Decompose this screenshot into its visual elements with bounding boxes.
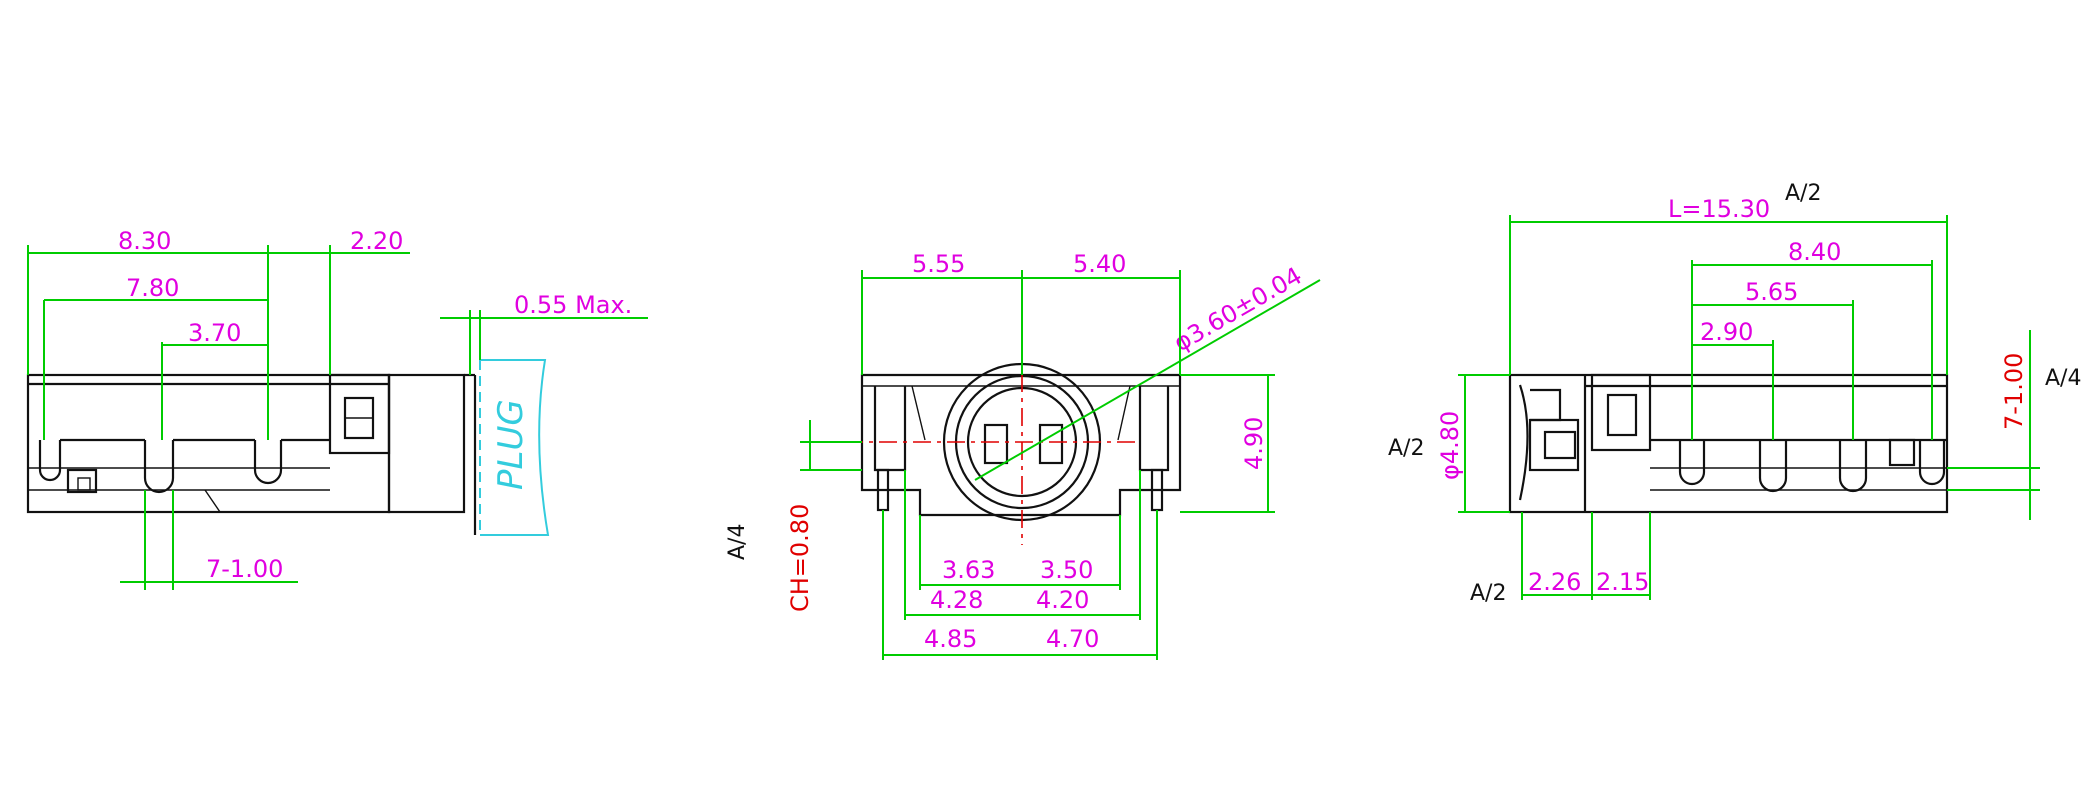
right-side-view: L=15.30 A/2 8.40 5.65 2.90 φ4.80 A/2 7-1… xyxy=(1388,181,2081,606)
dim-2-90: 2.90 xyxy=(1700,318,1753,346)
dim-phi-4-80: φ4.80 xyxy=(1436,411,1464,480)
dim-8-30: 8.30 xyxy=(118,227,171,255)
dim-2-20: 2.20 xyxy=(350,227,403,255)
dim-4-85: 4.85 xyxy=(924,625,977,653)
dim-phi-3-60: φ3.60±0.04 xyxy=(1169,262,1307,358)
dim-5-55: 5.55 xyxy=(912,250,965,278)
dim-3-70: 3.70 xyxy=(188,319,241,347)
dim-2-15: 2.15 xyxy=(1596,568,1649,596)
dim-5-40: 5.40 xyxy=(1073,250,1126,278)
tol-right-a4: A/4 xyxy=(2045,366,2081,391)
right-body-outline xyxy=(1508,373,1949,514)
dim-l-15-30: L=15.30 xyxy=(1668,195,1770,223)
dim-3-50: 3.50 xyxy=(1040,556,1093,584)
dim-4-20: 4.20 xyxy=(1036,586,1089,614)
dim-4-28: 4.28 xyxy=(930,586,983,614)
dim-4-70: 4.70 xyxy=(1046,625,1099,653)
dim-7-1-00: 7-1.00 xyxy=(206,555,283,583)
dim-3-63: 3.63 xyxy=(942,556,995,584)
front-body-outline xyxy=(860,373,1182,517)
front-view: φ3.60±0.04 5.55 5.40 4.90 CH=0.80 A/4 3.… xyxy=(725,250,1321,660)
tol-top-a2: A/2 xyxy=(1785,181,1821,206)
dim-2-26: 2.26 xyxy=(1528,568,1581,596)
tol-bottom-a2: A/2 xyxy=(1470,581,1506,606)
dim-right-7-1-00: 7-1.00 xyxy=(2000,353,2028,430)
dim-8-40: 8.40 xyxy=(1788,238,1841,266)
tol-left-a2: A/2 xyxy=(1388,436,1424,461)
dim-5-65: 5.65 xyxy=(1745,278,1798,306)
dim-4-90: 4.90 xyxy=(1240,417,1268,470)
front-tolerance: A/4 xyxy=(725,524,750,560)
dim-7-80: 7.80 xyxy=(126,274,179,302)
dim-0-55-max: 0.55 Max. xyxy=(514,291,632,319)
left-side-view: PLUG 8.30 2.20 7.80 3.70 0.55 Max. 7-1.0… xyxy=(26,227,648,590)
chamfer-label: CH=0.80 xyxy=(786,504,814,612)
plug-label: PLUG xyxy=(491,399,531,490)
